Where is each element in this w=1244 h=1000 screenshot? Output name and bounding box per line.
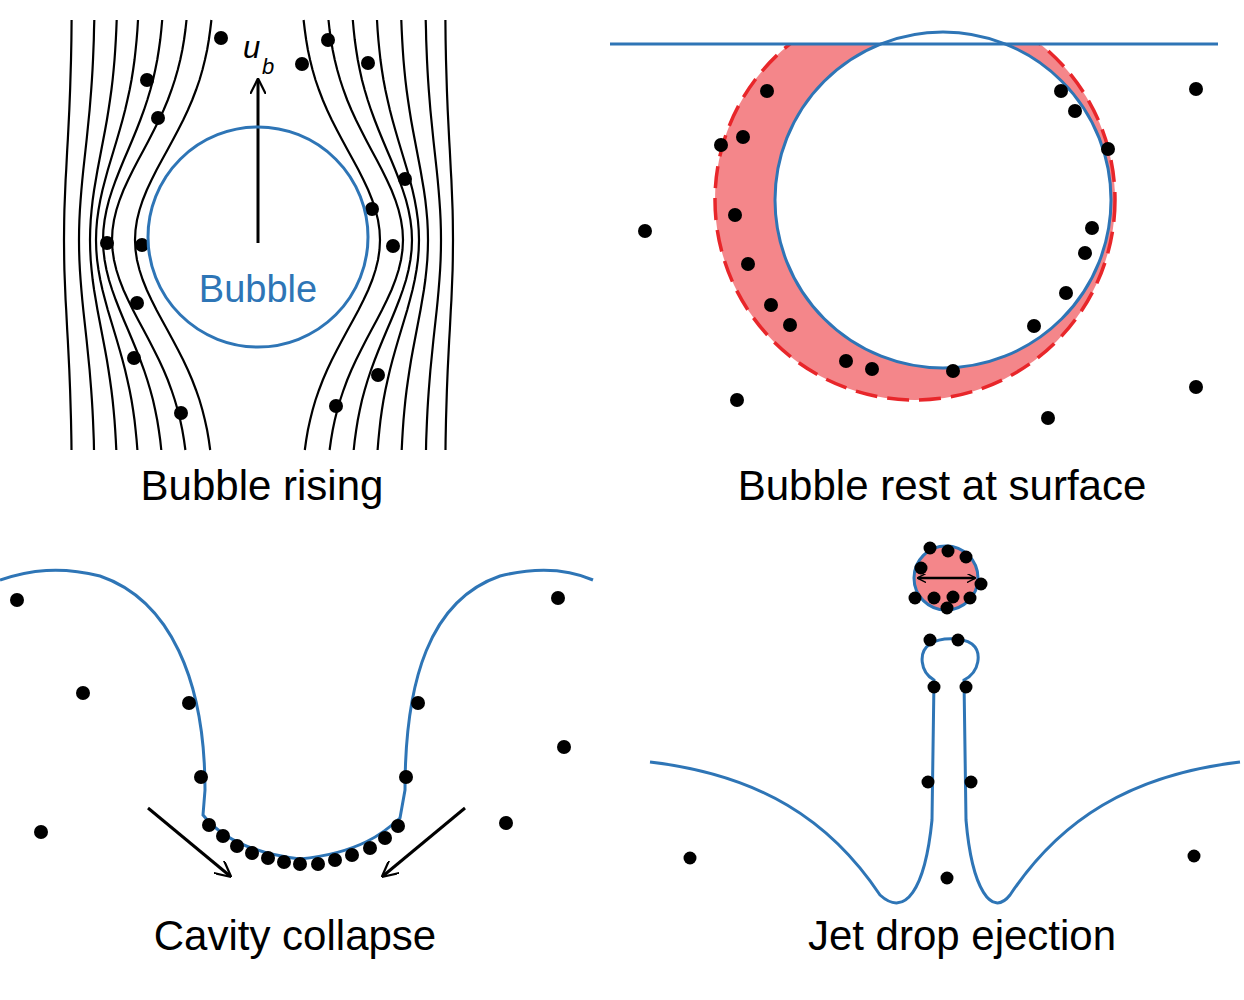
streamline [377,20,419,450]
cavity-surface [0,570,593,859]
free-surface [610,43,1218,46]
particles [684,542,1201,885]
particles [100,31,412,420]
bubble-circle: Bubble [146,125,370,349]
bubble-label: Bubble [199,268,317,311]
velocity-symbol: u [243,30,260,66]
circle-outline [146,125,370,349]
streamline [426,20,441,450]
streamline [135,20,211,450]
jet-surface [650,639,1240,903]
panel-caption: Jet drop ejection [808,912,1116,960]
particles [10,591,571,871]
panel-caption: Bubble rising [141,462,384,510]
streamline [79,20,94,450]
surface-layer [715,44,1115,400]
streamline [401,20,428,450]
panel-caption: Cavity collapse [154,912,436,960]
collapse-arrow [148,808,230,876]
collapse-arrow [383,808,465,876]
velocity-subscript: b [262,54,274,80]
velocity-arrow [257,80,260,243]
drop-diameter [918,577,975,580]
particles [638,82,1203,425]
streamline [64,20,72,450]
streamlines [64,20,453,450]
streamline [445,20,453,450]
streamline [353,20,412,450]
panel-caption: Bubble rest at surface [738,462,1147,510]
surface-bubble [775,32,1111,368]
